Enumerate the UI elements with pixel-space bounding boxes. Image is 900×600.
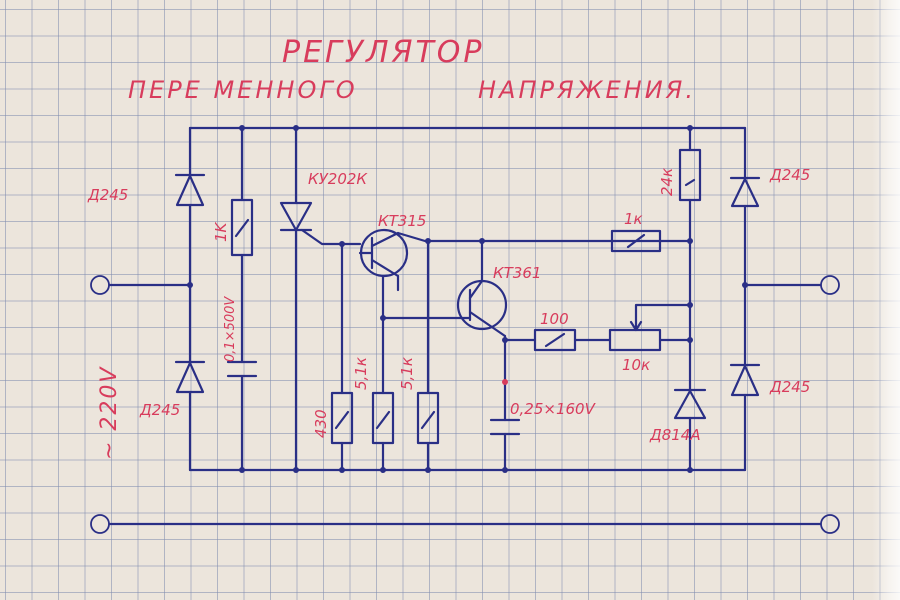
label-resistor-5-1k-a: 5,1к <box>352 357 370 390</box>
resistor-430-wiper <box>334 410 350 430</box>
transistor-kt361 <box>381 239 508 338</box>
label-diode-left-bottom: Д245 <box>139 401 180 419</box>
title-line-2b: НАПРЯЖЕНИЯ. <box>478 76 696 104</box>
resistor-5-1k-a-wiper <box>375 410 391 430</box>
diode-right-top <box>729 176 761 208</box>
junction-dot <box>293 125 299 131</box>
junction-dot <box>339 241 345 247</box>
junction-dot <box>687 337 693 343</box>
label-potentiometer: 10к <box>622 356 650 374</box>
resistor-24k <box>678 148 702 202</box>
label-capacitor-left: 0,1×500V <box>223 296 238 362</box>
label-thyristor: КУ202К <box>308 170 368 188</box>
label-transistor-kt315: КТ315 <box>378 212 426 230</box>
zener-d814a <box>673 388 707 420</box>
junction-dot <box>293 467 299 473</box>
junction-dot <box>502 337 508 343</box>
junction-dot <box>239 467 245 473</box>
capacitor-left <box>226 360 258 378</box>
potentiometer-arrow <box>629 320 643 332</box>
resistor-100-wiper <box>544 332 566 348</box>
resistor-5-1k-b <box>416 391 440 445</box>
junction-dot <box>502 467 508 473</box>
resistor-1k-left <box>230 198 254 257</box>
junction-dot <box>425 238 431 244</box>
junction-dot <box>339 467 345 473</box>
label-diode-right-top: Д245 <box>769 166 810 184</box>
label-resistor-430: 430 <box>312 409 330 438</box>
junction-dot <box>380 315 386 321</box>
diode-left-bottom <box>174 360 206 394</box>
title-line-1: РЕГУЛЯТОР <box>282 35 484 70</box>
resistor-430 <box>330 391 354 445</box>
label-resistor-100: 100 <box>540 310 569 328</box>
resistor-1k-top-wiper <box>626 233 646 249</box>
junction-dot <box>380 467 386 473</box>
junction-dot <box>687 467 693 473</box>
resistor-5-1k-b-wiper <box>420 410 436 430</box>
junction-dot <box>742 282 748 288</box>
label-capacitor-mid: 0,25×160V <box>510 400 597 418</box>
junction-dot <box>687 238 693 244</box>
capacitor-mid <box>489 418 521 436</box>
supply-voltage-label: ~ 220V <box>97 366 122 460</box>
resistor-1k-left-wiper <box>234 218 250 238</box>
wire-kt315-collector <box>396 231 692 243</box>
label-diode-right-bottom: Д245 <box>769 378 810 396</box>
diode-left-top <box>174 173 206 207</box>
label-diode-left-top: Д245 <box>87 186 128 204</box>
title-line-2a: ПЕРЕ МЕННОГО <box>128 76 358 104</box>
junction-dot-red <box>502 379 508 385</box>
label-zener: Д814А <box>649 426 701 444</box>
junction-dot <box>187 282 193 288</box>
junction-dot <box>687 302 693 308</box>
junction-dot <box>687 125 693 131</box>
resistor-1k-top <box>610 229 662 253</box>
terminal-right-output <box>820 514 840 534</box>
label-resistor-24k: 24к <box>658 168 676 196</box>
label-resistor-1k-top: 1к <box>624 210 643 228</box>
potentiometer-wiper-wire <box>634 303 692 332</box>
resistor-100 <box>533 328 577 352</box>
transistor-kt315 <box>358 228 409 292</box>
label-resistor-5-1k-b: 5,1к <box>398 357 416 390</box>
junction-dot <box>425 467 431 473</box>
terminal-left-output <box>90 514 110 534</box>
wire-kt361-emitter <box>503 334 692 342</box>
terminal-right-input <box>820 275 840 295</box>
terminal-left-input <box>90 275 110 295</box>
junction-dot <box>479 238 485 244</box>
junction-dot <box>239 125 245 131</box>
thyristor-ku202k <box>279 201 362 246</box>
potentiometer-10k <box>608 328 662 352</box>
notebook-binding-edge <box>872 0 900 600</box>
resistor-5-1k-a <box>371 391 395 445</box>
label-transistor-kt361: КТ361 <box>493 264 541 282</box>
diode-right-bottom <box>729 363 761 397</box>
label-resistor-1k-left: 1K <box>212 221 230 242</box>
resistor-24k-mark <box>684 178 696 187</box>
